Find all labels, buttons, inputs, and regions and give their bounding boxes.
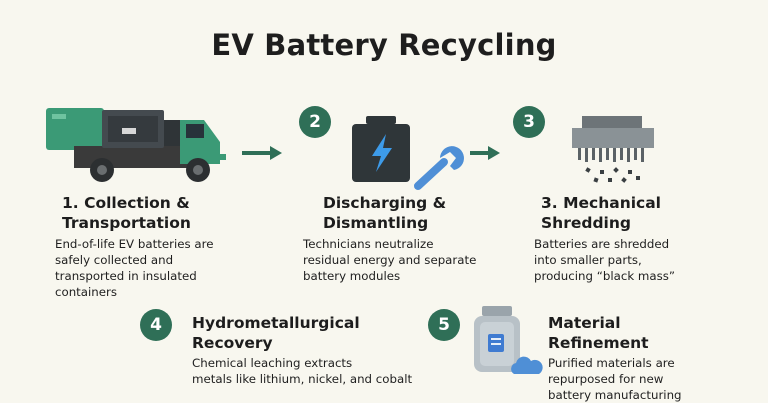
step-4-text-line: Chemical leaching extracts xyxy=(192,356,353,370)
step-1-text-line: End-of-life EV batteries are xyxy=(55,237,214,251)
arrow-right-icon xyxy=(470,145,502,161)
step-5-description: Purified materials are repurposed for ne… xyxy=(548,355,682,403)
step-3-text-line: producing “black mass” xyxy=(534,269,676,283)
step-2-heading-line: Discharging & xyxy=(323,194,447,212)
step-2-text-line: residual energy and separate xyxy=(303,253,477,267)
step-3-heading-line: 3. Mechanical xyxy=(541,194,661,212)
shredder-icon xyxy=(566,114,662,186)
step-1-heading-line: 1. Collection & xyxy=(62,194,190,212)
battery-icon xyxy=(350,116,412,184)
step-4-description: Chemical leaching extracts metals like l… xyxy=(192,355,412,387)
step-1-description: End-of-life EV batteries are safely coll… xyxy=(55,236,213,300)
step-4-text-line: metals like lithium, nickel, and cobalt xyxy=(192,372,413,386)
cloud-icon xyxy=(508,356,544,376)
step-1-text-line: containers xyxy=(55,285,118,299)
step-2-heading-line: Dismantling xyxy=(323,214,429,232)
step-5-text-line: battery manufacturing xyxy=(548,388,682,402)
page-title: EV Battery Recycling xyxy=(211,28,557,62)
step-5-heading-line: Material xyxy=(548,314,621,332)
step-5-heading-line: Refinement xyxy=(548,334,649,352)
step-3-badge: 3 xyxy=(513,106,545,138)
step-3-text-line: Batteries are shredded xyxy=(534,237,670,251)
step-4-heading: Hydrometallurgical Recovery xyxy=(192,313,360,353)
step-4-heading-line: Hydrometallurgical xyxy=(192,314,360,332)
step-3-heading-line: Shredding xyxy=(541,214,631,232)
step-1-text-line: transported in insulated xyxy=(55,269,197,283)
step-5-badge: 5 xyxy=(428,309,460,341)
wrench-icon xyxy=(410,144,466,192)
step-3-description: Batteries are shredded into smaller part… xyxy=(534,236,675,284)
step-3-text-line: into smaller parts, xyxy=(534,253,642,267)
step-2-text-line: battery modules xyxy=(303,269,401,283)
step-2-badge: 2 xyxy=(299,106,331,138)
step-1-heading-line: Transportation xyxy=(62,214,191,232)
step-4-heading-line: Recovery xyxy=(192,334,273,352)
step-5-heading: Material Refinement xyxy=(548,313,649,353)
step-3-heading: 3. Mechanical Shredding xyxy=(541,193,661,233)
step-2-heading: Discharging & Dismantling xyxy=(323,193,446,233)
arrow-right-icon xyxy=(242,145,284,161)
step-2-description: Technicians neutralize residual energy a… xyxy=(303,236,476,284)
step-2-text-line: Technicians neutralize xyxy=(303,237,434,251)
truck-icon xyxy=(44,106,228,188)
jar-icon xyxy=(472,306,522,374)
step-1-heading: 1. Collection & Transportation xyxy=(62,193,191,233)
step-1-text-line: safely collected and xyxy=(55,253,174,267)
step-4-badge: 4 xyxy=(140,309,172,341)
step-5-text-line: repurposed for new xyxy=(548,372,664,386)
step-5-text-line: Purified materials are xyxy=(548,356,675,370)
